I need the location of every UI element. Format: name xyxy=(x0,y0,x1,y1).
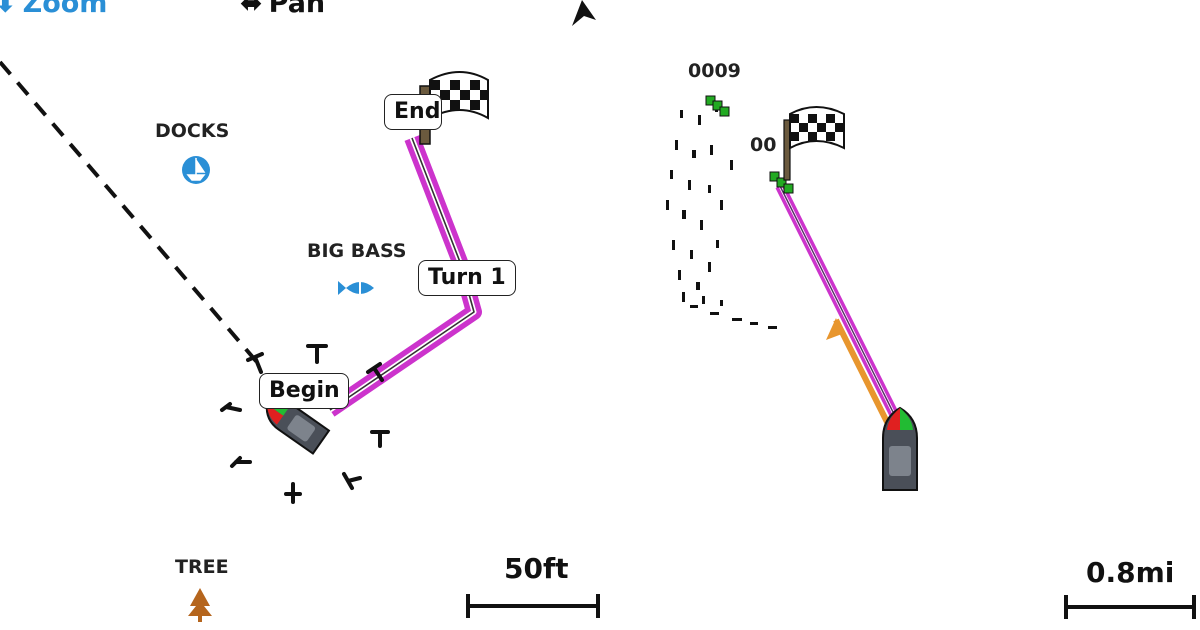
scale-label: 50ft xyxy=(504,552,569,585)
docks-boat-icon xyxy=(182,156,210,184)
route-point-begin[interactable]: Begin xyxy=(259,373,349,409)
checkered-flag-icon xyxy=(783,106,845,181)
scale-bar xyxy=(466,594,600,618)
tree-icon xyxy=(188,588,212,622)
right-scale-bar xyxy=(1064,595,1196,619)
left-map-pane[interactable]: ⬍ Zoom ⬌ Pan DOCKS BIG BASS TREE End Turn … xyxy=(0,0,620,630)
fish-icon xyxy=(338,281,374,295)
pan-arrows-icon: ⬌ xyxy=(240,0,263,19)
zoom-arrows-icon: ⬍ xyxy=(0,0,17,19)
waypoint-00-label: 00 xyxy=(750,134,777,156)
right-map-pane[interactable]: 0009 00 0.8mi xyxy=(620,0,1200,630)
pan-button[interactable]: ⬌ Pan xyxy=(240,0,325,19)
route-point-turn1[interactable]: Turn 1 xyxy=(418,260,516,296)
route-point-end[interactable]: End xyxy=(384,94,442,130)
waypoint-0009-label: 0009 xyxy=(688,60,741,82)
waypoint-tree-label: TREE xyxy=(175,556,229,578)
course-line xyxy=(0,60,264,370)
track-line xyxy=(833,318,895,434)
waypoint-docks-label: DOCKS xyxy=(155,120,230,142)
zoom-button[interactable]: ⬍ Zoom xyxy=(0,0,107,19)
right-map-canvas[interactable] xyxy=(620,0,1200,630)
zoom-label: Zoom xyxy=(22,0,108,19)
track-history xyxy=(666,105,777,329)
right-active-route xyxy=(775,183,907,433)
hazard-markers xyxy=(220,344,390,504)
left-map-canvas[interactable] xyxy=(0,0,620,630)
right-scale-label: 0.8mi xyxy=(1086,556,1175,589)
pan-label: Pan xyxy=(268,0,326,19)
waypoint-markers xyxy=(705,95,794,194)
heading-arrow-icon xyxy=(826,318,842,340)
waypoint-big-bass-label: BIG BASS xyxy=(307,240,407,262)
north-arrow-icon[interactable] xyxy=(572,0,596,26)
vessel-icon xyxy=(882,406,918,491)
